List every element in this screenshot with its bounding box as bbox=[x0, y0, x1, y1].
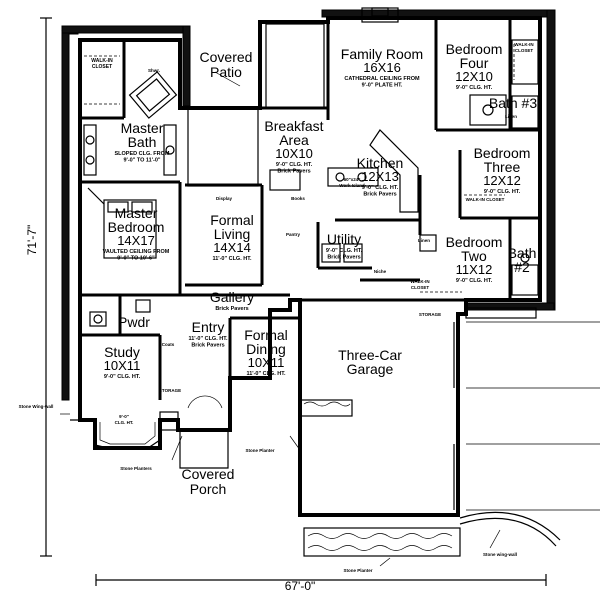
room-name-formal-dining: Formal bbox=[244, 327, 288, 343]
room-note-study: 9'-0" CLG. HT. bbox=[104, 374, 141, 380]
room-name-bedroom-four: Four bbox=[460, 55, 489, 71]
linen-label-bath3: Linen bbox=[505, 114, 517, 119]
room-name-bedroom-two: Two bbox=[461, 248, 487, 264]
room-note-utility: 9'-0" CLG. HT. bbox=[326, 248, 363, 254]
room-note-breakfast-area: 9'-0" CLG. HT. bbox=[276, 162, 313, 168]
room-size-formal-living: 14X14 bbox=[213, 240, 251, 255]
room-note-master-bedroom: VAULTED CEILING FROM bbox=[103, 249, 170, 255]
misc-labels: CoveredPatioCoveredPorchWALK-INCLOSETShw… bbox=[19, 42, 534, 592]
room-note-gallery: Brick Pavers bbox=[215, 306, 248, 312]
room-name-formal-dining: Dining bbox=[246, 341, 286, 357]
room-name-master-bath: Master bbox=[121, 120, 164, 136]
stone-planter-label: Stone Planter bbox=[245, 448, 274, 453]
room-size-kitchen: 12X13 bbox=[361, 169, 399, 184]
room-name-powder: Pwdr bbox=[118, 314, 150, 330]
stone-planter-label-2: Stone Planter bbox=[343, 568, 372, 573]
niche-label: Niche bbox=[374, 269, 387, 274]
coats-label: Coats bbox=[162, 342, 175, 347]
walk-in-closet-master: WALK-IN bbox=[91, 58, 113, 64]
room-note-master-bath: SLOPED CLG. FROM bbox=[115, 151, 170, 157]
room-note-breakfast-area: Brick Pavers bbox=[277, 169, 310, 175]
linen-label: Linen bbox=[418, 238, 430, 243]
fixtures bbox=[70, 7, 600, 557]
room-name-master-bedroom: Master bbox=[115, 205, 158, 221]
walk-in-closet-master: CLOSET bbox=[92, 64, 112, 70]
room-size-study: 10X11 bbox=[104, 358, 141, 373]
room-note-formal-dining: 11'-0" CLG. HT. bbox=[246, 371, 286, 377]
room-note-master-bath: 9'-0" TO 11'-0" bbox=[123, 158, 160, 164]
study-bay-ceiling: CLG. HT. bbox=[115, 420, 134, 425]
room-size-bedroom-two: 11X12 bbox=[456, 262, 493, 277]
room-name-breakfast-area: Breakfast bbox=[264, 118, 323, 134]
walk-in-closet-bedroom-two: WALK-IN bbox=[410, 279, 429, 284]
room-size-breakfast-area: 10X10 bbox=[275, 146, 313, 161]
stone-wing-wall-left: Stone Wing-wall bbox=[19, 404, 54, 409]
room-name-breakfast-area: Area bbox=[279, 132, 309, 148]
walk-in-closet-bedroom-four: CLOSET bbox=[515, 48, 534, 53]
covered-patio-label: Covered bbox=[200, 49, 253, 65]
room-name-bath-2: Bath bbox=[508, 245, 537, 261]
room-name-family-room: Family Room bbox=[341, 46, 423, 62]
display-label: Display bbox=[216, 196, 233, 201]
stone-planters-label: Stone Planters bbox=[120, 466, 152, 471]
books-label: Books bbox=[291, 196, 305, 201]
walk-in-closet-bedroom-four: WALK-IN bbox=[514, 42, 533, 47]
room-name-bedroom-two: Bedroom bbox=[446, 234, 503, 250]
work-island-label: Work Island bbox=[339, 183, 365, 188]
study-bay-ceiling: 9'-0" bbox=[119, 414, 129, 419]
room-name-utility: Utility bbox=[327, 231, 361, 247]
room-size-bedroom-four: 12X10 bbox=[455, 69, 493, 84]
room-note-utility: Brick Pavers bbox=[327, 255, 360, 261]
interior-walls bbox=[80, 18, 540, 400]
room-note-entry: 11'-0" CLG. HT. bbox=[188, 336, 228, 342]
room-name-formal-living: Living bbox=[214, 226, 251, 242]
room-note-master-bedroom: 9'-0" TO 10'-6" bbox=[117, 256, 155, 262]
landscaping-shrubs bbox=[61, 9, 556, 401]
room-note-bedroom-four: 9'-0" CLG. HT. bbox=[456, 85, 493, 91]
room-note-kitchen: Brick Pavers bbox=[363, 192, 396, 198]
depth-dimension: 71'-7" bbox=[25, 225, 39, 256]
covered-porch-label: Porch bbox=[190, 481, 227, 497]
room-note-family-room: CATHEDRAL CEILING FROM bbox=[344, 76, 420, 82]
room-name-master-bath: Bath bbox=[128, 134, 157, 150]
room-note-formal-living: 11'-0" CLG. HT. bbox=[212, 256, 252, 262]
room-name-bedroom-three: Three bbox=[484, 159, 521, 175]
room-size-bedroom-three: 12X12 bbox=[483, 173, 521, 188]
stone-wing-wall-right: Stone wing-wall bbox=[483, 552, 517, 557]
walk-in-closet-bedroom-three: WALK-IN CLOSET bbox=[466, 197, 505, 202]
shower-label: Shwr. bbox=[148, 68, 160, 73]
room-name-gallery: Gallery bbox=[210, 289, 254, 305]
room-size-family-room: 16X16 bbox=[363, 60, 401, 75]
room-name-bath-2: #2 bbox=[514, 259, 530, 275]
room-name-bath-3: Bath #3 bbox=[489, 95, 537, 111]
work-island-label: 60"x24" bbox=[344, 177, 361, 182]
dimension-lines bbox=[40, 17, 547, 586]
room-note-bedroom-three: 9'-0" CLG. HT. bbox=[484, 189, 521, 195]
covered-patio-label: Patio bbox=[210, 64, 242, 80]
walk-in-closet-bedroom-two: CLOSET bbox=[411, 285, 430, 290]
pantry-label: Pantry bbox=[286, 232, 301, 237]
storage-label-2: STORAGE bbox=[159, 388, 181, 393]
room-name-study: Study bbox=[104, 344, 140, 360]
room-name-kitchen: Kitchen bbox=[357, 155, 404, 171]
width-dimension: 67'-0" bbox=[285, 579, 316, 592]
room-note-family-room: 9'-0" PLATE HT. bbox=[362, 83, 403, 89]
room-name-bedroom-three: Bedroom bbox=[474, 145, 531, 161]
room-name-garage: Garage bbox=[347, 361, 394, 377]
room-name-entry: Entry bbox=[192, 319, 225, 335]
room-name-garage: Three-Car bbox=[338, 347, 402, 363]
room-note-kitchen: 9'-0" CLG. HT. bbox=[362, 185, 399, 191]
room-name-formal-living: Formal bbox=[210, 212, 254, 228]
room-note-bedroom-two: 9'-0" CLG. HT. bbox=[456, 278, 493, 284]
covered-porch-label: Covered bbox=[182, 466, 235, 482]
room-size-formal-dining: 10X11 bbox=[248, 355, 285, 370]
room-name-master-bedroom: Bedroom bbox=[108, 219, 165, 235]
room-name-bedroom-four: Bedroom bbox=[446, 41, 503, 57]
room-note-entry: Brick Pavers bbox=[191, 343, 224, 349]
storage-label: STORAGE bbox=[419, 312, 441, 317]
room-size-master-bedroom: 14X17 bbox=[117, 233, 155, 248]
